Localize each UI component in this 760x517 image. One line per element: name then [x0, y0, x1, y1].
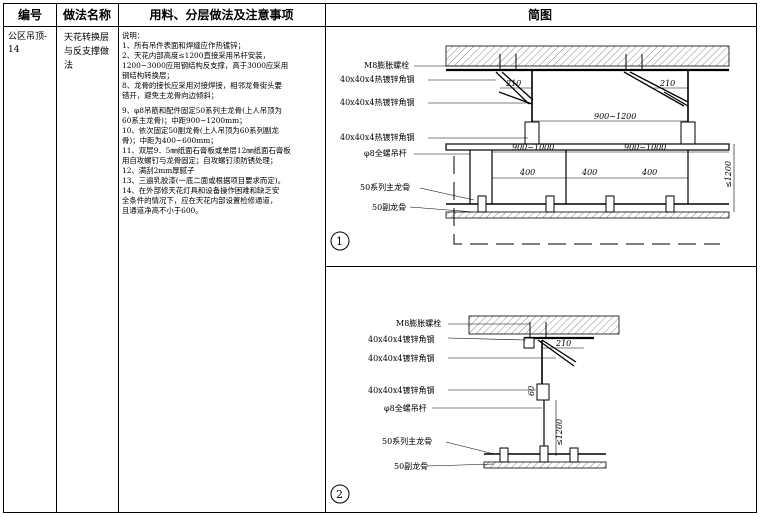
spec-sheet: 编号 做法名称 用料、分层做法及注意事项 简图 公区吊顶- 14 天花转换层 与…: [3, 3, 757, 513]
note-line: 且通道净高不小于600。: [122, 206, 203, 215]
diagram-number-circle: [330, 231, 350, 251]
note-line: 钢结构转换层；: [122, 71, 174, 80]
label-angle-2: 40x40x4热镀锌角钢: [340, 97, 414, 107]
dim-210-right: 210: [659, 79, 675, 88]
label-main-keel: 50系列主龙骨: [360, 182, 410, 192]
col-divider-3: [325, 4, 326, 512]
ceiling-board: [445, 211, 730, 219]
dashed-outline: [453, 156, 720, 245]
label-angle-3: 40x40x4镀锌角钢: [368, 385, 434, 395]
angle-block: [524, 121, 540, 145]
name-cell: 天花转换层 与反支撑做 法: [64, 31, 114, 73]
note-line: 用自攻螺钉与龙骨固定；自攻螺钉须防锈处理；: [122, 156, 278, 165]
label-rod: φ8全螺吊杆: [364, 148, 407, 158]
note-line: 1、所有吊件表面和焊缝应作热镀锌；: [122, 41, 245, 50]
diagram-1: 210 210 900~1200 900~1000 900~1000 400 4…: [330, 45, 735, 251]
label-main-keel: 50系列主龙骨: [382, 436, 432, 446]
expansion-bolts: [529, 322, 547, 338]
label-angle-3: 40x40x4热镀锌角钢: [340, 132, 414, 142]
dim-400-a: 400: [519, 168, 535, 177]
dim-210-left: 210: [505, 79, 521, 88]
diagram-divider: [325, 266, 756, 267]
concrete-slab: [468, 315, 620, 335]
dim-900-1200: 900~1200: [594, 112, 636, 121]
code-line-1: 公区吊顶-: [8, 32, 48, 42]
expansion-bolts: [499, 54, 643, 70]
dim-1200: ≤1200: [555, 419, 564, 446]
dim-900-1000-right: 900~1000: [624, 143, 666, 152]
diagonal-brace: [495, 71, 689, 107]
note-line: 12、满刮2mm厚腻子: [122, 166, 195, 175]
code-line-2: 14: [8, 45, 20, 55]
header-code: 编号: [17, 8, 42, 22]
note-line: 10、依次固定50副龙骨(上人吊顶为60系列副龙: [122, 126, 279, 135]
label-angle-2: 40x40x4镀锌角钢: [368, 353, 434, 363]
note-line: 13、三遍乳胶漆(一底二面或根据项目要求而定)。: [122, 176, 285, 185]
angle-block: [523, 337, 535, 349]
header-diagram: 简图: [527, 8, 552, 22]
label-sub-keel: 50副龙骨: [394, 461, 428, 471]
steel-beam: [445, 143, 730, 151]
concrete-slab: [445, 45, 730, 67]
label-sub-keel: 50副龙骨: [372, 202, 406, 212]
note-line: 60系主龙骨)；中距900~1200mm；: [122, 116, 247, 125]
note-line: 1200~3000应用钢结构反支撑，高于3000应采用: [122, 61, 289, 70]
note-line: 8、龙骨的接长应采用对接焊接，相邻龙骨街头要: [122, 81, 282, 90]
dim-60: 60: [527, 386, 536, 396]
diagram-number-circle: [330, 484, 350, 504]
col-divider-2: [118, 4, 119, 512]
diagram-2: 210 60 ≤1200 M8膨胀螺栓 40x40x4镀锌角钢 40x40x4镀…: [330, 315, 620, 504]
threaded-rod: [469, 150, 689, 204]
label-rod: φ8全螺吊杆: [384, 403, 427, 413]
diagonal-brace: [537, 339, 577, 367]
label-angle-1: 40x40x4镀锌角钢: [368, 334, 434, 344]
note-line: 2、天花内部高度≤1200直接采用吊杆安装，: [122, 51, 270, 60]
code-cell: 公区吊顶- 14: [8, 31, 56, 57]
name-line-3: 法: [64, 61, 74, 71]
notes-block: 说明： 1、所有吊件表面和焊缝应作热镀锌； 2、天花内部高度≤1200直接采用吊…: [122, 31, 322, 216]
diagram-number: 2: [336, 488, 343, 501]
ceiling-board: [483, 461, 607, 469]
dim-400-c: 400: [641, 168, 657, 177]
dim-900-1000-left: 900~1000: [512, 143, 554, 152]
header-divider: [4, 26, 756, 27]
header-spec: 用料、分层做法及注意事项: [149, 8, 294, 22]
note-line: 全条件的情况下，应在天花内部设置检修通道，: [122, 196, 278, 205]
note-line: 14、在外部修天花灯具和设备操作困难和缺乏安: [122, 186, 280, 195]
name-line-1: 天花转换层: [64, 33, 110, 43]
angle-block: [536, 383, 550, 401]
dim-400-b: 400: [581, 168, 597, 177]
note-line: 11、双层9．5㎜纸面石膏板或单层12㎜纸面石膏板: [122, 146, 291, 155]
dim-210: 210: [555, 339, 571, 348]
note-line: 骨)；中距为400~600mm；: [122, 136, 218, 145]
name-line-2: 与反支撑做: [64, 47, 110, 57]
label-bolt: M8膨胀螺栓: [364, 60, 409, 70]
leader-lines: [409, 65, 529, 213]
label-bolt: M8膨胀螺栓: [396, 318, 441, 328]
angle-block: [680, 121, 696, 145]
notes-title: 说明：: [122, 31, 145, 40]
note-line: 错开，避免主龙骨向边倾斜；: [122, 91, 219, 100]
note-line: 9、φ8吊筋和配件固定50系列主龙骨(上人吊顶为: [122, 106, 282, 115]
leader-lines: [427, 323, 556, 467]
label-angle-1: 40x40x4热镀锌角钢: [340, 74, 414, 84]
dim-1200: ≤1200: [724, 161, 733, 188]
header-name: 做法名称: [62, 8, 111, 22]
col-divider-1: [56, 4, 57, 512]
diagram-number: 1: [336, 235, 343, 248]
